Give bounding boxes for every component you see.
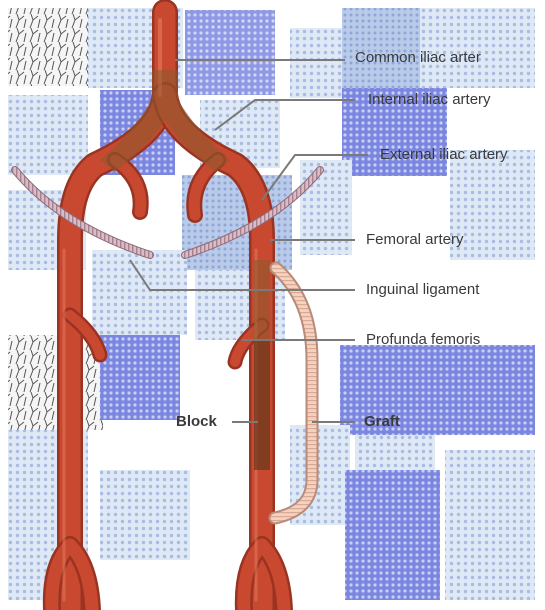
label-profunda: Profunda femoris (366, 332, 480, 347)
label-graft: Graft (364, 414, 400, 429)
label-internal-iliac: Internal iliac artery (368, 92, 491, 107)
label-common-iliac: Common iliac arter (355, 50, 481, 65)
block-area (254, 340, 270, 470)
label-femoral: Femoral artery (366, 232, 464, 247)
label-external-iliac: External iliac artery (380, 147, 508, 162)
label-inguinal: Inguinal ligament (366, 282, 479, 297)
label-block: Block (176, 414, 217, 429)
